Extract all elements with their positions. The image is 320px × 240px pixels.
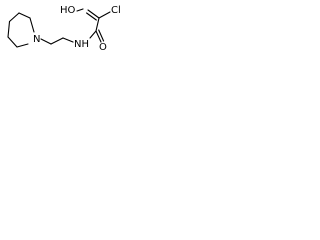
ring-bond-4: [16, 43, 29, 48]
amide-nh-label: NH: [74, 39, 89, 50]
hydroxy-label: HO: [60, 5, 76, 16]
carbonyl-double-bond-b: [98, 29, 105, 42]
n-o-bond: [76, 8, 84, 12]
chemical-structure-diagram: N NH O HO Cl: [7, 5, 121, 53]
nh-carbonyl-bond: [89, 30, 97, 39]
carbonyl-oxygen-label: O: [99, 42, 107, 53]
ch2-nh-bond: [62, 37, 74, 43]
piperidine-nitrogen-label: N: [33, 34, 40, 45]
ethyl-linker: [40, 37, 74, 45]
carbonyl-c-oxime-c-bond: [95, 17, 100, 32]
ring-bond-3: [29, 17, 35, 33]
ring-bond-5: [7, 36, 18, 48]
n-ch2-bond: [40, 38, 52, 45]
ring-bond-6: [7, 20, 11, 38]
chlorine-label: Cl: [111, 5, 121, 16]
piperidine-ring: [7, 12, 35, 48]
c-n-double-bond-b: [86, 12, 97, 21]
ring-bond-2: [18, 12, 31, 19]
c-n-double-bond-a: [87, 9, 100, 19]
amide-oxime-group: [76, 8, 111, 43]
c-cl-bond: [98, 11, 111, 19]
carbonyl-double-bond-a: [95, 30, 102, 43]
ring-bond-1: [8, 12, 20, 23]
ch2-ch2-bond: [50, 37, 64, 45]
